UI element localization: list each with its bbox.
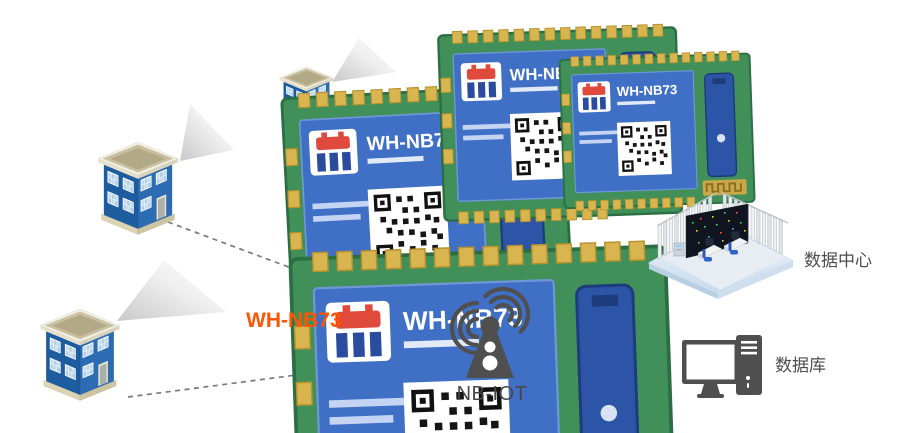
tower-hole-large <box>482 355 498 371</box>
signal-waves-left <box>449 300 480 356</box>
server-cabinet <box>673 242 685 257</box>
callout-cone-1 <box>180 104 234 161</box>
arrow-building4-to-tower <box>127 358 420 398</box>
monitor <box>682 340 739 398</box>
callout-cone-2 <box>332 38 396 82</box>
datacenter-label: 数据中心 <box>804 251 872 270</box>
workstation-1 <box>697 237 723 262</box>
tower-hole-small <box>484 341 496 353</box>
module-accent-label: WH-NB73 <box>246 309 342 332</box>
nbiot-tower: NB-IOT <box>449 286 531 405</box>
workstation-2 <box>723 230 749 255</box>
building-bottom-left <box>41 309 120 401</box>
signal-waves-right <box>483 286 531 334</box>
database-label: 数据库 <box>775 356 826 375</box>
building-top-left <box>98 142 178 234</box>
tower-label: NB-IOT <box>457 383 528 405</box>
datacenter: 数据中心 <box>647 191 872 299</box>
pc-tower <box>736 335 762 395</box>
tower-mast <box>466 316 514 378</box>
callout-cone-4 <box>117 260 226 321</box>
module-building3 <box>559 51 754 212</box>
database-computer: 数据库 <box>682 335 826 398</box>
